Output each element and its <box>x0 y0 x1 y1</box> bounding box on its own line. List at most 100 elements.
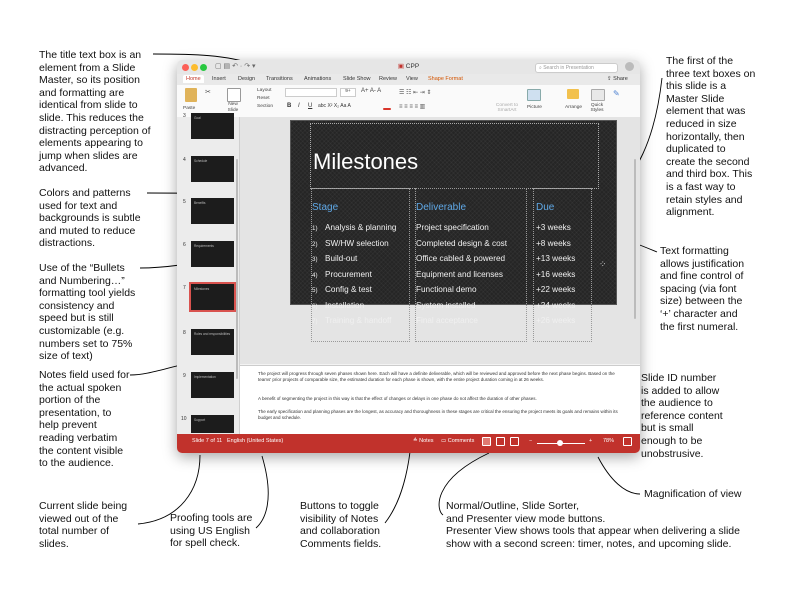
underline-button[interactable]: U <box>308 103 313 109</box>
share-button[interactable]: ⇪ Share <box>607 76 628 82</box>
notes-icon: ≙ <box>413 438 418 444</box>
slide-sorter-view-button[interactable] <box>496 437 505 446</box>
stage-number: 1) <box>312 225 318 232</box>
notes-paragraph-3: The early specification and planning pha… <box>258 409 618 420</box>
notes-pane[interactable]: The project will progress through seven … <box>240 365 640 435</box>
comments-toggle-button[interactable]: ▭ Comments <box>441 438 475 444</box>
title-bar: ▢ ▤ ↶ · ↷ ▾ ▣ CPP ⌕ Search in Presentati… <box>177 60 640 74</box>
stage-number: 7) <box>312 318 318 325</box>
section-button[interactable]: Section <box>257 104 273 109</box>
annotation-magnification: Magnification of view <box>644 488 742 500</box>
ribbon-toolbar: Paste ✂ New Slide Layout Reset Section 9… <box>177 85 640 118</box>
deliverable-row: System installed <box>416 300 476 310</box>
tab-review[interactable]: Review <box>379 76 398 82</box>
due-row: +22 weeks <box>536 285 576 294</box>
proofing-language[interactable]: English (United States) <box>227 438 284 444</box>
document-title: ▣ CPP <box>397 63 420 70</box>
zoom-in-icon[interactable]: + <box>589 438 593 444</box>
slide-counter: Slide 7 of 11 <box>192 438 223 444</box>
arrange-label: Arrange <box>565 105 583 110</box>
minimize-window-button[interactable] <box>191 64 198 71</box>
zoom-percent[interactable]: 78% <box>603 438 615 444</box>
search-input[interactable]: ⌕ Search in Presentation <box>535 63 618 73</box>
title-text-box[interactable]: Milestones <box>310 123 599 189</box>
slide-scrollbar[interactable] <box>634 159 636 319</box>
slide-canvas[interactable]: Milestones Stage 1)Analysis & planning 2)… <box>290 120 617 342</box>
stage-header: Stage <box>312 202 339 213</box>
stage-row: 2)SW/HW selection <box>312 239 389 248</box>
bold-button[interactable]: B <box>287 103 292 109</box>
font-size-select[interactable]: 9+ <box>340 88 356 97</box>
bullets-icons[interactable]: ☰ ☷ ⇤ ⇥ ⇕ <box>399 90 432 96</box>
share-icon: ⇪ <box>607 76 612 82</box>
tab-home[interactable]: Home <box>183 75 204 83</box>
stage-number: 2) <box>312 240 318 248</box>
account-avatar[interactable] <box>625 62 634 71</box>
deliverable-row: Equipment and licenses <box>416 269 503 279</box>
tab-design[interactable]: Design <box>238 76 256 82</box>
stage-number: 6) <box>312 302 318 310</box>
arrange-icon[interactable] <box>567 89 579 99</box>
deliverable-row: Functional demo <box>416 285 477 294</box>
thumbnail-scrollbar[interactable] <box>236 159 238 379</box>
close-window-button[interactable] <box>182 64 189 71</box>
tab-view[interactable]: View <box>406 76 418 82</box>
layout-button[interactable]: Layout <box>257 88 272 93</box>
quick-styles-icon[interactable] <box>591 89 605 101</box>
text-effects-icons[interactable]: abc X² X₂ Aa A <box>318 103 351 109</box>
align-icons[interactable]: ≡ ≡ ≡ ≡ ▥ <box>399 104 426 110</box>
due-row: +3 weeks <box>536 223 571 232</box>
stage-row: 7) Training & handoff <box>312 316 391 325</box>
quick-access-icons[interactable]: ▢ ▤ ↶ · ↷ ▾ <box>215 63 256 70</box>
deliverable-row: Completed design & cost <box>416 238 508 248</box>
reset-button[interactable]: Reset <box>257 96 270 101</box>
notes-toggle-button[interactable]: ≙ Notes <box>413 438 434 444</box>
stage-text: Config & test <box>325 285 372 294</box>
tab-shape-format[interactable]: Shape Format <box>428 76 463 82</box>
italic-button[interactable]: I <box>298 103 300 109</box>
fit-to-window-button[interactable] <box>623 437 632 446</box>
stage-text: Installation <box>325 300 365 310</box>
ribbon-tabs: Home Insert Design Transitions Animation… <box>177 74 640 85</box>
deliverable-row: Final acceptance <box>416 316 478 325</box>
stage-row: 1)Analysis & planning <box>312 223 396 232</box>
stage-row: 5)Config & test <box>312 285 372 294</box>
stage-row: 4)Procurement <box>312 270 372 279</box>
presenter-view-button[interactable] <box>510 437 519 446</box>
paste-icon[interactable] <box>185 88 197 102</box>
due-text-box[interactable]: Due +3 weeks+8 weeks+13 weeks+16 weeks+2… <box>533 188 592 342</box>
shape-fill-icon[interactable]: ✎ <box>613 89 620 98</box>
new-slide-icon[interactable] <box>227 88 241 102</box>
slide-id-icon: ⁘ <box>599 259 607 269</box>
stage-text: Training & handoff <box>325 316 392 325</box>
annotation-view-modes: Normal/Outline, Slide Sorter,and Present… <box>446 500 740 550</box>
picture-icon[interactable] <box>527 89 541 101</box>
search-icon: ⌕ <box>539 65 542 71</box>
tab-slide-show[interactable]: Slide Show <box>343 76 371 82</box>
tab-insert[interactable]: Insert <box>212 76 226 82</box>
normal-view-button[interactable] <box>482 437 491 446</box>
cut-icon[interactable]: ✂ <box>205 89 211 96</box>
picture-label: Picture <box>527 105 542 110</box>
font-name-select[interactable] <box>285 88 337 97</box>
due-row: +8 weeks <box>536 238 571 248</box>
font-grow-icons[interactable]: A+ A- A <box>361 88 382 94</box>
tab-animations[interactable]: Animations <box>304 76 332 82</box>
tab-transitions[interactable]: Transitions <box>266 76 293 82</box>
zoom-window-button[interactable] <box>200 64 207 71</box>
convert-smartart-button[interactable]: Convert to SmartArt <box>495 103 519 113</box>
slide-title: Milestones <box>313 149 419 174</box>
paste-label: Paste <box>183 106 196 111</box>
due-row: +26 weeks <box>536 316 576 325</box>
stage-text-box[interactable]: Stage 1)Analysis & planning 2)SW/HW selec… <box>311 188 410 342</box>
deliverable-header: Deliverable <box>416 202 467 213</box>
zoom-out-icon[interactable]: − <box>529 438 533 444</box>
stage-number: 3) <box>312 256 318 263</box>
zoom-slider-thumb[interactable] <box>557 440 564 446</box>
stage-row: 3)Build-out <box>312 254 357 263</box>
